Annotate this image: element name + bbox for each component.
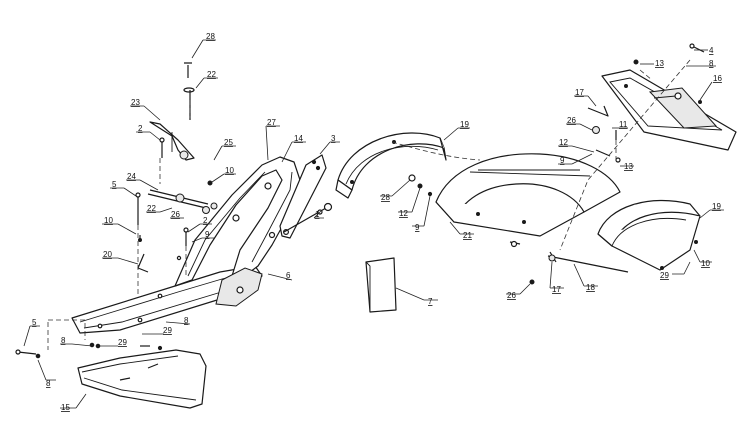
callout-25: 25 (224, 138, 233, 147)
callout-19: 19 (712, 202, 721, 211)
callout-4: 4 (709, 46, 714, 55)
callout-8: 8 (709, 59, 714, 68)
callout-26: 26 (567, 116, 576, 125)
callout-9: 9 (415, 223, 420, 232)
handle-bracket (149, 62, 195, 161)
shroud-screws (408, 174, 535, 285)
shroud-segment-center (435, 153, 621, 237)
callout-29: 29 (163, 326, 172, 335)
callout-5: 5 (112, 180, 117, 189)
callout-8: 8 (46, 379, 51, 388)
callout-22: 22 (147, 204, 156, 213)
callout-9: 9 (205, 230, 210, 239)
callout-24: 24 (127, 172, 136, 181)
callout-28: 28 (206, 32, 215, 41)
roller-assembly (147, 180, 218, 214)
callout-1: 1 (315, 210, 320, 219)
callout-14: 14 (294, 134, 303, 143)
callout-27: 27 (267, 118, 276, 127)
callout-29: 29 (660, 271, 669, 280)
callout-5: 5 (32, 318, 37, 327)
callout-16: 16 (713, 74, 722, 83)
callout-12: 12 (559, 138, 568, 147)
shroud-segment-right (597, 200, 701, 271)
callout-22: 22 (207, 70, 216, 79)
callout-26: 26 (507, 291, 516, 300)
bottom-cover (77, 349, 207, 409)
base-frame (71, 156, 301, 334)
alignment-line-top (391, 141, 481, 161)
callout-28: 28 (381, 193, 390, 202)
screws-left (135, 137, 189, 273)
callout-15: 15 (61, 403, 70, 412)
callout-11: 11 (619, 120, 628, 129)
callout-leaders (23, 39, 724, 409)
callout-29: 29 (118, 338, 127, 347)
callout-20: 20 (103, 250, 112, 259)
callout-23: 23 (131, 98, 140, 107)
callout-2: 2 (203, 216, 208, 225)
right-fasteners (547, 43, 705, 273)
link-plate (279, 154, 327, 239)
callout-21: 21 (463, 231, 472, 240)
callout-8: 8 (184, 316, 189, 325)
callout-13: 13 (624, 162, 633, 171)
callout-8: 8 (61, 336, 66, 345)
callout-12: 12 (399, 209, 408, 218)
callout-26: 26 (171, 210, 180, 219)
decal-panel (365, 257, 397, 313)
shroud-segment-left (335, 132, 447, 199)
alignment-lines-right (559, 59, 691, 251)
callout-2: 2 (138, 124, 143, 133)
callout-19: 19 (460, 120, 469, 129)
callout-13: 13 (655, 59, 664, 68)
callout-17: 17 (575, 88, 584, 97)
callout-7: 7 (428, 297, 433, 306)
callout-10: 10 (104, 216, 113, 225)
callout-3: 3 (331, 134, 336, 143)
cover-screws (15, 342, 163, 359)
callout-10: 10 (701, 259, 710, 268)
callout-labels: 28 22 23 2 25 27 14 3 5 24 10 22 26 2 9 … (32, 32, 722, 412)
callout-17: 17 (552, 285, 561, 294)
callout-6: 6 (286, 271, 291, 280)
callout-10: 10 (225, 166, 234, 175)
callout-18: 18 (586, 283, 595, 292)
alignment-lines-left (47, 100, 191, 350)
callout-9: 9 (560, 156, 565, 165)
